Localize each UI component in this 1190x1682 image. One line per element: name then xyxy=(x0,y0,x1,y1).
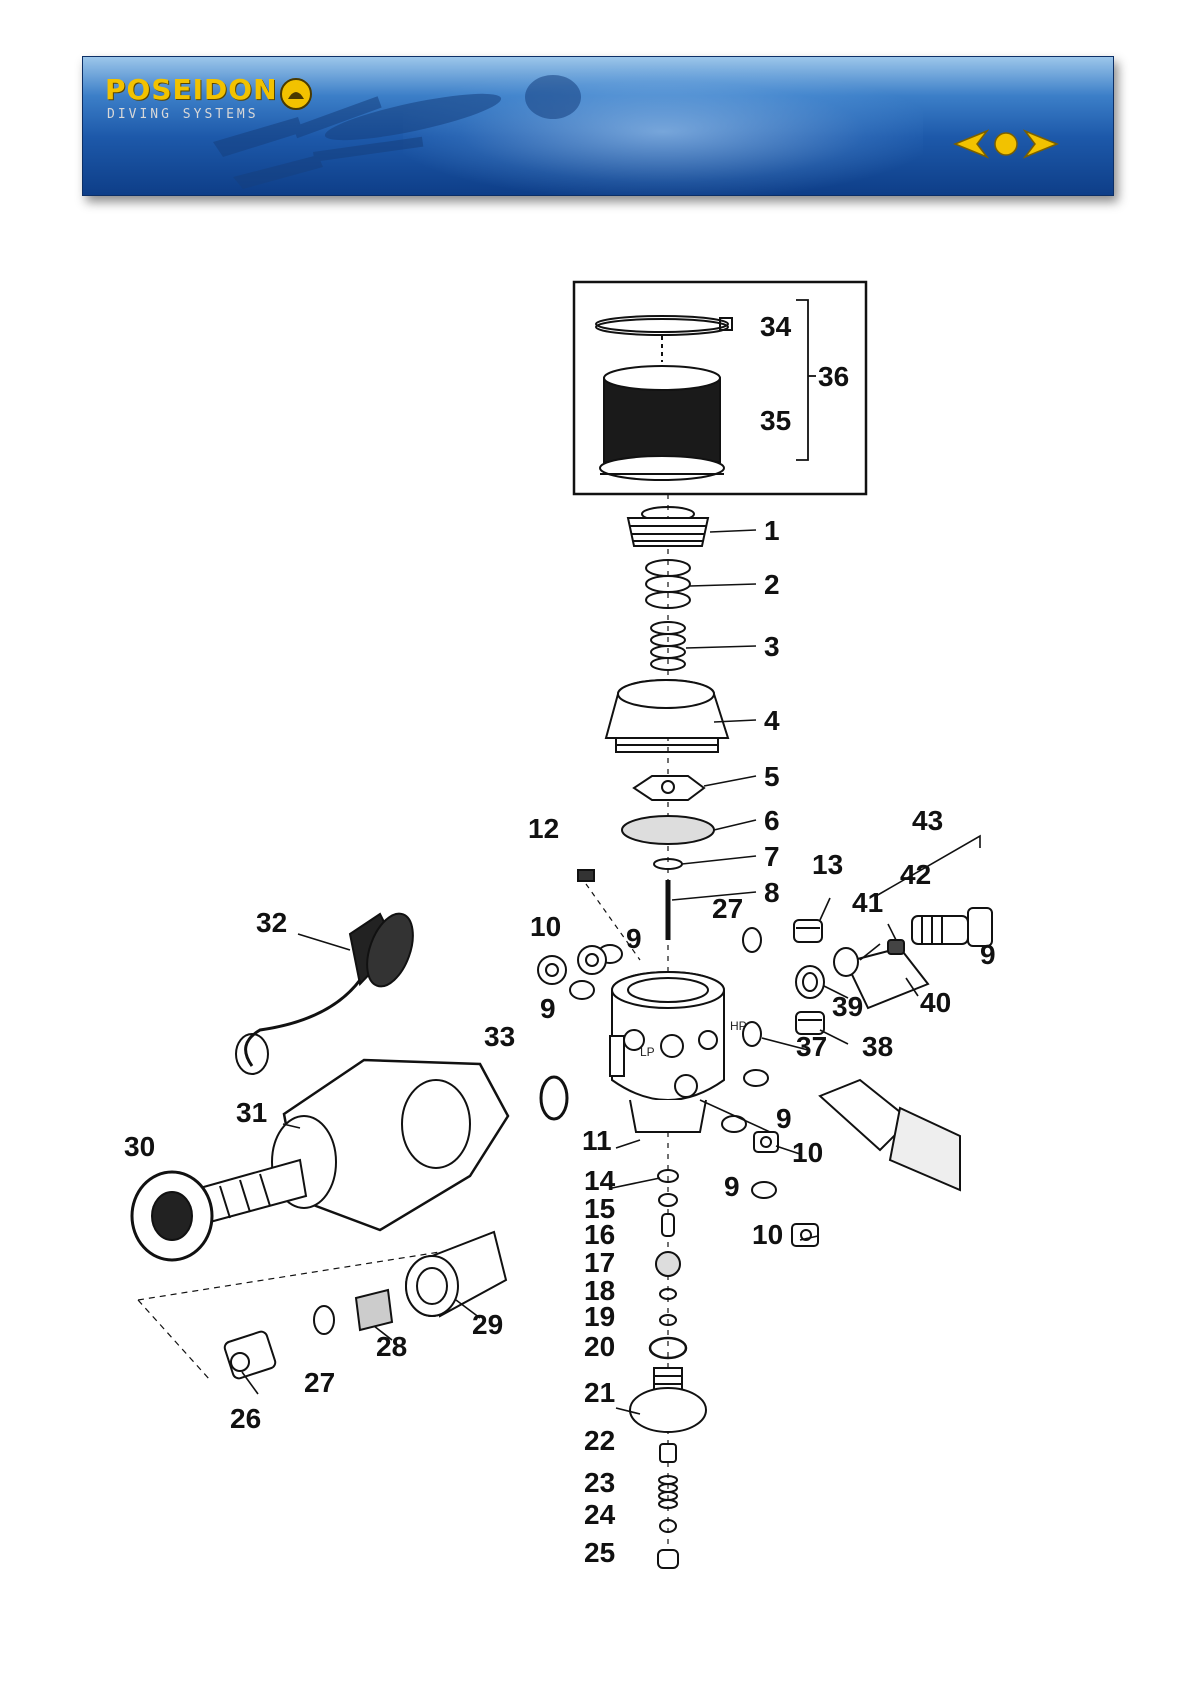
part-label: 16 xyxy=(584,1219,615,1250)
part-17-nut xyxy=(656,1252,680,1276)
part-label: 9 xyxy=(724,1171,740,1202)
part-label: 10 xyxy=(530,911,561,942)
part-28-filter-screen xyxy=(356,1290,392,1330)
part-15-seat xyxy=(659,1194,677,1206)
part-10-plug xyxy=(792,1224,818,1246)
part-13-plug xyxy=(794,920,822,942)
part-label: 27 xyxy=(712,893,743,924)
part-9-oring xyxy=(570,981,594,999)
part-33-oring xyxy=(541,1077,567,1119)
part-21-valve-seat xyxy=(630,1368,706,1432)
part-23-spring xyxy=(659,1476,677,1508)
part-label: 12 xyxy=(528,813,559,844)
part-27-oring xyxy=(314,1306,334,1334)
part-1-cap xyxy=(628,507,708,546)
part-label: 3 xyxy=(764,631,780,662)
part-label: 19 xyxy=(584,1301,615,1332)
part-label: 2 xyxy=(764,569,780,600)
part-label: 43 xyxy=(912,805,943,836)
part-label: 25 xyxy=(584,1537,615,1568)
part-34-clamp xyxy=(596,316,732,335)
part-label: 9 xyxy=(540,993,556,1024)
part-label: 28 xyxy=(376,1331,407,1362)
part-label: 40 xyxy=(920,987,951,1018)
part-label: 31 xyxy=(236,1097,267,1128)
part-5-retainer xyxy=(634,776,704,800)
part-label: 5 xyxy=(764,761,780,792)
part-label: 34 xyxy=(760,311,792,342)
part-9-oring xyxy=(722,1116,746,1132)
part-label: 13 xyxy=(812,849,843,880)
part-41-nipple xyxy=(888,940,904,954)
part-35-filter xyxy=(600,366,724,480)
part-label: 38 xyxy=(862,1031,893,1062)
part-label: 4 xyxy=(764,705,780,736)
part-label: 10 xyxy=(792,1137,823,1168)
part-16-pin xyxy=(662,1214,674,1236)
part-label: 37 xyxy=(796,1031,827,1062)
part-label: 33 xyxy=(484,1021,515,1052)
part-label: 20 xyxy=(584,1331,615,1362)
part-12-plug xyxy=(578,870,594,881)
part-label: 10 xyxy=(752,1219,783,1250)
part-label: 6 xyxy=(764,805,780,836)
part-9-oring xyxy=(752,1182,776,1198)
part-label: 17 xyxy=(584,1247,615,1278)
lp-port-mark: LP xyxy=(640,1045,655,1059)
part-label: 35 xyxy=(760,405,791,436)
part-label: 23 xyxy=(584,1467,615,1498)
part-37-oring xyxy=(743,1022,761,1046)
part-label: 1 xyxy=(764,515,780,546)
part-label: 39 xyxy=(832,991,863,1022)
part-10-plug xyxy=(754,1132,778,1152)
part-27-oring xyxy=(743,928,761,952)
part-label: 22 xyxy=(584,1425,615,1456)
part-9-oring xyxy=(744,1070,768,1086)
part-29-connector xyxy=(406,1232,506,1316)
part-label: 32 xyxy=(256,907,287,938)
part-label: 9 xyxy=(980,939,996,970)
part-4-housing xyxy=(606,680,728,752)
part-30-knob xyxy=(132,1160,306,1260)
part-label: 21 xyxy=(584,1377,615,1408)
part-label: 7 xyxy=(764,841,780,872)
part-39-washer xyxy=(796,966,824,998)
part-11-first-stage-body xyxy=(610,972,724,1132)
part-6-diaphragm xyxy=(622,816,714,844)
part-label: 26 xyxy=(230,1403,261,1434)
part-label: 14 xyxy=(584,1165,616,1196)
part-10-plug xyxy=(538,946,606,984)
part-label: 8 xyxy=(764,877,780,908)
part-31-yoke xyxy=(272,1060,508,1230)
part-label: 36 xyxy=(818,361,849,392)
part-label: 30 xyxy=(124,1131,155,1162)
part-label: 11 xyxy=(582,1125,612,1156)
hose-assembly xyxy=(820,1080,960,1190)
part-label: 9 xyxy=(626,923,642,954)
part-26-fitting xyxy=(223,1330,277,1380)
part-25-plug xyxy=(658,1550,678,1568)
part-label: 27 xyxy=(304,1367,335,1398)
part-label: 42 xyxy=(900,859,931,890)
part-label: 29 xyxy=(472,1309,503,1340)
part-22-cap xyxy=(660,1444,676,1462)
part-label: 9 xyxy=(776,1103,792,1134)
part-label: 41 xyxy=(852,887,883,918)
part-label: 24 xyxy=(584,1499,616,1530)
